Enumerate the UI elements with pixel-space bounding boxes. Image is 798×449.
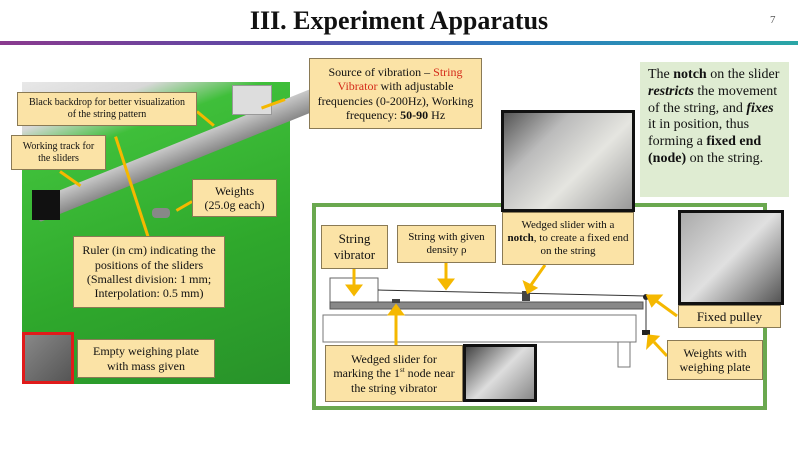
callout-text: Hz <box>428 107 446 122</box>
slide-title: III. Experiment Apparatus <box>249 6 549 35</box>
fixed-pulley-label: Fixed pulley <box>678 305 781 328</box>
notch-slider-photo <box>501 110 635 212</box>
table-leg <box>617 341 631 368</box>
label-text: , to create a fixed end on the string <box>533 231 629 258</box>
note-bold: notch <box>673 67 707 82</box>
callout-text: with adjustable frequencies (0-200Hz), W… <box>317 79 474 122</box>
track-callout: Working track for the sliders <box>11 135 106 170</box>
backdrop-callout: Black backdrop for better visualization … <box>17 92 197 126</box>
weight-in-photo <box>152 208 170 218</box>
notch-slider-label: Wedged slider with a notch, to create a … <box>502 212 634 265</box>
vibrator-in-photo <box>232 85 272 115</box>
weighing-plate-thumbnail <box>22 332 74 384</box>
note-text: on the string. <box>686 150 764 166</box>
note-text: on the slider <box>706 67 780 82</box>
label-sup: st <box>400 366 405 375</box>
rail <box>329 301 644 310</box>
note-text: The <box>648 67 674 82</box>
table <box>322 314 637 343</box>
label-text: Wedged slider with a <box>521 218 615 231</box>
callout-highlight: String Vibrator <box>337 64 463 94</box>
callout-text: Source of vibration – <box>328 64 434 79</box>
weights-callout: Weights (25.0g each) <box>192 179 277 217</box>
page-number: 7 <box>770 14 776 26</box>
string <box>377 289 646 297</box>
weighing-plate-callout: Empty weighing plate with mass given <box>77 339 215 378</box>
node-slider-label: Wedged slider for marking the 1st node n… <box>325 345 463 402</box>
label-text: node near the string vibrator <box>351 366 455 395</box>
vibration-source-callout: Source of vibration – String Vibrator wi… <box>309 58 482 129</box>
ruler-callout: Ruler (in cm) indicating the positions o… <box>73 236 225 308</box>
weights-plate-label: Weights with weighing plate <box>667 340 763 380</box>
notch-explanation: The notch on the slider restricts the mo… <box>640 62 789 197</box>
node-slider-photo <box>463 344 537 402</box>
note-italic: restricts <box>648 83 694 99</box>
title-divider <box>0 41 798 45</box>
note-text: it in position, thus forming a <box>648 117 750 150</box>
track-end <box>32 190 60 220</box>
note-text: the movement of the string, and <box>648 83 778 116</box>
callout-bold: 50-90 <box>400 107 429 122</box>
node-slider <box>392 299 400 303</box>
pulley-photo <box>678 210 784 305</box>
string-vibrator-label: String vibrator <box>321 225 388 269</box>
note-italic: fixes <box>746 100 774 116</box>
weighing-plate <box>642 330 650 335</box>
label-bold: notch <box>507 231 534 244</box>
string-density-label: String with given density ρ <box>397 225 496 263</box>
note-bold: fixed end (node) <box>648 134 762 166</box>
label-text: Wedged slider for marking the 1 <box>333 351 437 381</box>
notch-slider <box>522 291 530 301</box>
